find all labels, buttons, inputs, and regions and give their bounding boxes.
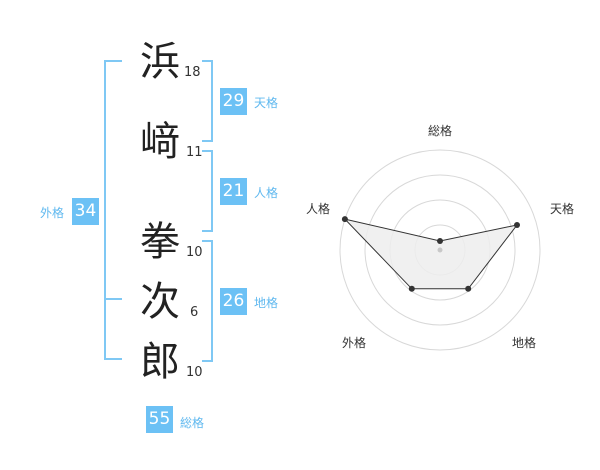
- chikaku-score: 26: [220, 288, 247, 315]
- radar-point-5: [341, 216, 348, 223]
- soukaku-score: 55: [146, 406, 173, 433]
- stroke-count-3: 10: [186, 245, 203, 260]
- kanji-4: 次: [140, 279, 180, 325]
- radar-axis-label-jinkaku: 人格: [306, 202, 331, 216]
- gaikaku-bracket-tick: [104, 298, 122, 300]
- gaikaku-bracket: [104, 60, 122, 360]
- stroke-count-5: 10: [186, 365, 203, 380]
- radar-axis-label-chikaku: 地格: [512, 336, 537, 350]
- radar-axis-label-soukaku: 総格: [428, 124, 453, 138]
- kanji-3: 拳: [140, 219, 180, 265]
- jinkaku-score: 21: [220, 178, 247, 205]
- gaikaku-score: 34: [72, 198, 99, 225]
- tenkaku-label: 天格: [254, 96, 279, 110]
- kanji-5: 郎: [140, 339, 180, 385]
- kanji-1: 浜: [140, 39, 180, 85]
- gaikaku-label: 外格: [40, 206, 65, 220]
- kanji-2: 﨑: [140, 119, 180, 165]
- tenkaku-bracket: [202, 60, 213, 142]
- radar-axis-label-tenkaku: 天格: [550, 202, 575, 216]
- radar-point-1: [437, 238, 443, 244]
- stroke-count-2: 11: [186, 145, 203, 160]
- chikaku-bracket: [202, 240, 213, 362]
- radar-point-2: [514, 222, 520, 228]
- radar-point-4: [408, 285, 415, 292]
- jinkaku-label: 人格: [254, 186, 279, 200]
- radar-area: [343, 218, 519, 290]
- tenkaku-score: 29: [220, 88, 247, 115]
- radar-point-3: [465, 285, 472, 292]
- radar-axis-label-gaikaku: 外格: [342, 336, 367, 350]
- radar-ring-4: [339, 149, 541, 351]
- soukaku-label: 総格: [180, 416, 205, 430]
- chikaku-label: 地格: [254, 296, 279, 310]
- stroke-count-4: 6: [190, 305, 199, 320]
- radar-center-dot: [437, 247, 443, 253]
- jinkaku-bracket: [202, 150, 213, 232]
- radar-chart: [339, 149, 541, 351]
- stroke-count-1: 18: [184, 65, 201, 80]
- radar-ring-3: [364, 174, 516, 326]
